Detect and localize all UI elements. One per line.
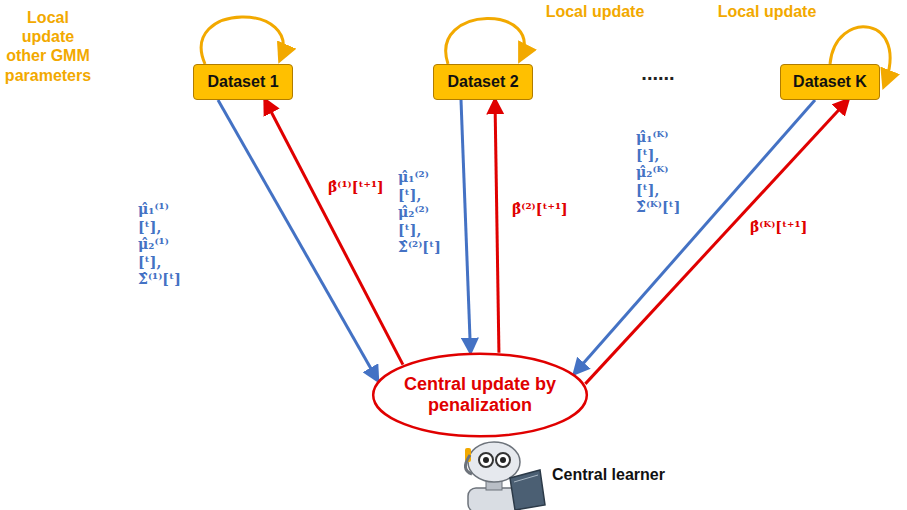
- edge-label: μ̂₁⁽ᴷ⁾[ᵗ], μ̂₂⁽ᴷ⁾[ᵗ], Σ̂⁽ᴷ⁾[ᵗ]: [634, 128, 688, 218]
- dataset-box: Dataset K: [780, 64, 880, 100]
- annotation-text: Local update: [712, 2, 822, 21]
- ellipsis-text: ......: [628, 62, 688, 85]
- edge-label: β̂⁽²⁾[ᵗ⁺¹]: [510, 200, 594, 220]
- ellipse-label: Central update by penalization: [400, 374, 560, 416]
- edge-label: β̂⁽ᴷ⁾[ᵗ⁺¹]: [748, 218, 832, 238]
- annotation-text: Local update other GMM parameters: [2, 8, 94, 85]
- central-ellipse: Central update by penalization: [371, 352, 589, 438]
- box-label: Dataset 1: [207, 73, 278, 91]
- dataset-box: Dataset 1: [193, 64, 293, 100]
- flow-arrow: [218, 100, 378, 380]
- flow-arrow: [265, 100, 403, 365]
- edge-label: μ̂₁⁽²⁾[ᵗ], μ̂₂⁽²⁾[ᵗ], Σ̂⁽²⁾[ᵗ]: [396, 168, 450, 258]
- edge-label: μ̂₁⁽¹⁾[ᵗ], μ̂₂⁽¹⁾[ᵗ], Σ̂⁽¹⁾[ᵗ]: [136, 200, 190, 290]
- caption-text: Central learner: [552, 466, 692, 484]
- flow-arrow: [461, 100, 471, 352]
- robot-illustration: [465, 442, 545, 510]
- self-loop-arrow: [201, 17, 283, 64]
- dataset-box: Dataset 2: [433, 64, 533, 100]
- annotation-text: Local update: [540, 2, 650, 21]
- box-label: Dataset 2: [447, 73, 518, 91]
- box-label: Dataset K: [793, 73, 867, 91]
- flow-arrow: [495, 100, 499, 353]
- flow-arrow: [585, 100, 848, 384]
- self-loop-arrow: [446, 18, 525, 64]
